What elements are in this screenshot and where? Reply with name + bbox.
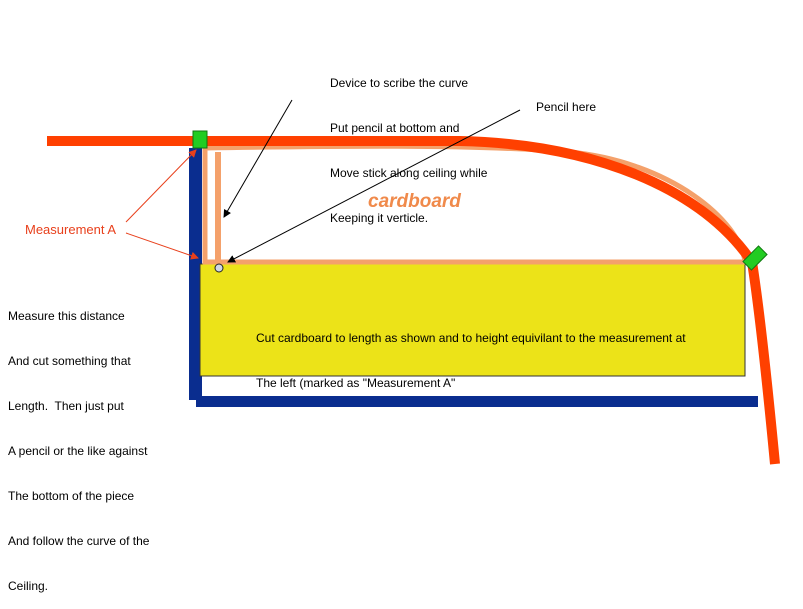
- left-instructions-line: A pencil or the like against: [8, 444, 148, 458]
- scribe-stick: [215, 152, 221, 260]
- pencil-point: [214, 263, 224, 273]
- ceiling-line: [47, 136, 780, 465]
- left-instructions-line: Measure this distance: [8, 309, 125, 323]
- left-instructions-line: Length. Then just put: [8, 399, 124, 413]
- cardboard-label: cardboard: [368, 191, 461, 212]
- arrow-measurement-top: [125, 149, 197, 223]
- device-note: Device to scribe the curve Put pencil at…: [330, 46, 487, 241]
- arrow-measurement-bottom: [125, 232, 199, 260]
- panel-instructions-line: The left (marked as "Measurement A": [256, 376, 456, 390]
- device-note-line: Move stick along ceiling while: [330, 166, 488, 180]
- yellow-panel: [199, 263, 746, 377]
- left-instructions-line: Ceiling.: [8, 579, 49, 593]
- pencil-here-label: Pencil here: [536, 100, 597, 114]
- device-note-line: Device to scribe the curve: [330, 76, 469, 90]
- left-instructions-line: And follow the curve of the: [8, 534, 150, 548]
- left-instructions: Measure this distance And cut something …: [8, 279, 149, 609]
- panel-instructions: Cut cardboard to length as shown and to …: [256, 301, 686, 406]
- wall-bottom-bar: [196, 396, 758, 407]
- device-note-line: Put pencil at bottom and: [330, 121, 460, 135]
- measurement-a-label: Measurement A: [25, 222, 117, 237]
- marker-right: [742, 245, 768, 271]
- left-instructions-line: The bottom of the piece: [8, 489, 135, 503]
- left-instructions-line: And cut something that: [8, 354, 131, 368]
- arrow-to-pencil: [227, 109, 521, 263]
- device-note-line: Keeping it verticle.: [330, 211, 429, 225]
- panel-instructions-line: Cut cardboard to length as shown and to …: [256, 331, 686, 345]
- arrow-to-stick: [223, 99, 293, 218]
- wall-outline: [189, 148, 758, 407]
- ceiling-curve-diagram: [47, 99, 780, 465]
- wall-left-bar: [189, 148, 202, 400]
- marker-left: [192, 130, 208, 149]
